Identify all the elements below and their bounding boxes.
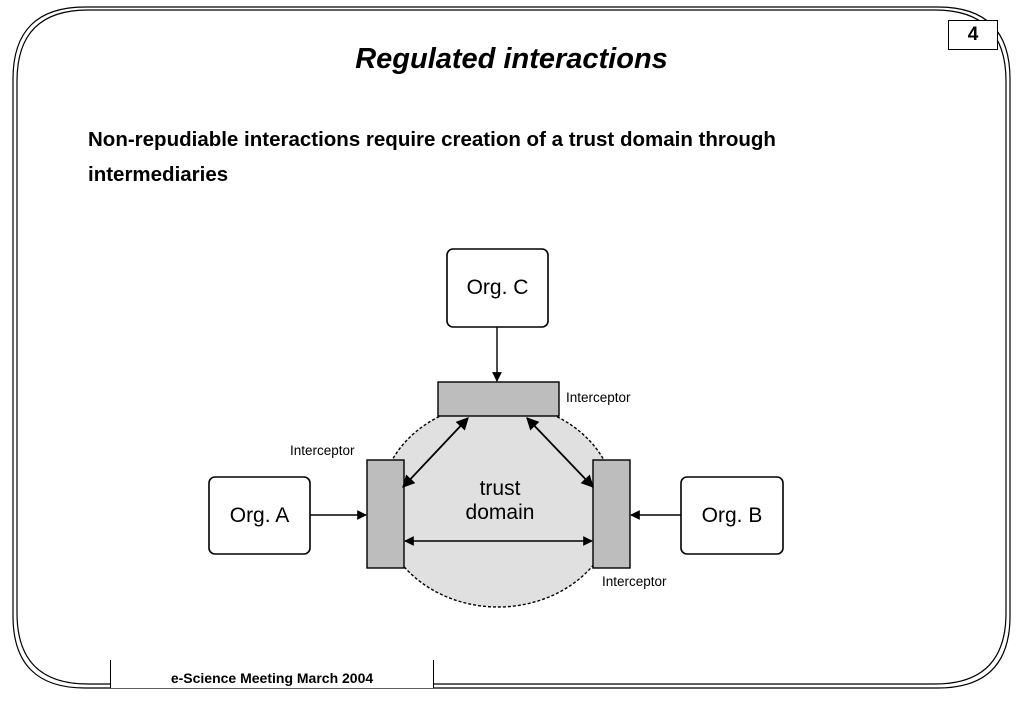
org-b-box: Org. B bbox=[680, 476, 784, 555]
trust-domain-label-line1: trust bbox=[480, 477, 521, 500]
interceptor-right bbox=[592, 459, 631, 569]
org-b-label: Org. B bbox=[702, 504, 763, 527]
slide-title: Regulated interactions bbox=[355, 43, 668, 75]
arrow-top-left-interceptors bbox=[402, 417, 469, 488]
trust-domain-label-line2: domain bbox=[466, 501, 535, 524]
org-a-box: Org. A bbox=[208, 476, 311, 555]
interceptor-top-label: Interceptor bbox=[566, 390, 631, 405]
interceptor-right-label: Interceptor bbox=[602, 574, 667, 589]
org-c-label: Org. C bbox=[467, 276, 529, 299]
arrow-top-right-interceptors bbox=[526, 417, 594, 488]
slide-subtitle: Non-repudiable interactions require crea… bbox=[88, 128, 776, 186]
footer-label: e-Science Meeting March 2004 bbox=[110, 660, 434, 688]
org-c-box: Org. C bbox=[446, 248, 549, 328]
interceptor-top bbox=[437, 381, 560, 417]
page-number: 4 bbox=[948, 20, 998, 50]
org-a-label: Org. A bbox=[230, 504, 290, 527]
interceptor-left bbox=[366, 459, 405, 569]
interceptor-left-label: Interceptor bbox=[290, 443, 355, 458]
